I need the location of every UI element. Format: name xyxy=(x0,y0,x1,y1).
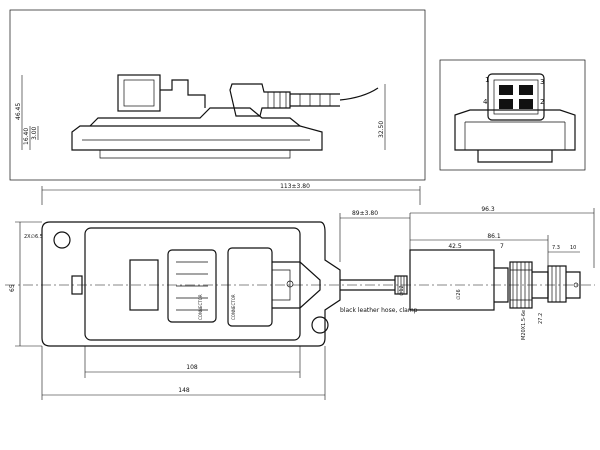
connector-bracket xyxy=(160,79,206,108)
dim-mount-hole: 2X∅6.5 xyxy=(24,234,43,240)
cable-boot xyxy=(229,83,291,117)
dim-thread: M20X1.5-6e xyxy=(521,310,527,340)
probe-hole xyxy=(573,282,579,288)
base-lip xyxy=(99,150,291,159)
probe-vents xyxy=(551,266,561,302)
dim-body-height: 65 xyxy=(9,284,16,292)
dim-hex-size: 27.2 xyxy=(538,313,544,324)
dim-probe-gap: 7 xyxy=(500,243,504,250)
left-connector-label: CONNECTOR xyxy=(198,294,203,320)
clamp xyxy=(272,261,321,309)
base-plate xyxy=(71,125,323,151)
end-view: 1 3 4 2 xyxy=(439,59,586,171)
right-connector-tab xyxy=(272,269,291,301)
dim-32-50: 32.50 xyxy=(378,121,385,138)
dim-overall-length: 113±3.80 xyxy=(280,183,310,190)
side-view: 46.45 16.40 3.00 32.50 xyxy=(9,9,426,181)
dim-collar-length: 42.5 xyxy=(448,243,462,250)
connector-inner xyxy=(123,79,155,107)
dim-body-total: 148 xyxy=(178,387,190,394)
dim-46-45: 46.45 xyxy=(15,103,22,120)
housing-body xyxy=(89,107,301,127)
right-connector-label: CONNECTOR xyxy=(231,294,236,320)
dim-sensor-length: 96.3 xyxy=(481,206,495,213)
right-connector xyxy=(227,247,273,327)
probe-tip xyxy=(547,265,567,303)
dim-tip-b: 10 xyxy=(570,245,576,251)
end-view-frame xyxy=(439,59,586,171)
clamp-bolt xyxy=(286,280,294,288)
plan-view: 113±3.80 CONNECTOR CONNECTOR 65 2X∅6.5 1… xyxy=(5,183,595,400)
dim-cable-diameter: ∅12 xyxy=(399,285,405,296)
connector-block xyxy=(117,74,161,112)
dim-16-40: 16.40 xyxy=(23,128,30,145)
pin-label-4: 4 xyxy=(483,98,488,106)
cable-curve xyxy=(339,87,379,101)
left-connector-pins xyxy=(176,261,208,311)
body-width-dim xyxy=(84,346,301,378)
end-connector-face xyxy=(493,79,539,115)
left-dim-lines xyxy=(21,75,39,150)
pin-label-1: 1 xyxy=(485,76,489,84)
overall-length-dim xyxy=(41,186,421,205)
dim-cable-offset: 89±3.80 xyxy=(352,210,378,217)
dim-tip-a: 7.3 xyxy=(552,245,560,251)
dim-housing-diameter: ∅26 xyxy=(456,289,462,300)
mount-hole-left xyxy=(53,231,71,249)
pin-1 xyxy=(499,85,513,95)
mount-hole-right xyxy=(311,316,329,334)
left-connector-cap xyxy=(129,259,159,311)
hex-thread-lines xyxy=(510,262,532,308)
sensor-housing xyxy=(409,249,495,311)
end-body-inner xyxy=(464,121,566,150)
sensor-neck xyxy=(494,267,509,303)
left-connector xyxy=(167,249,217,323)
body-outline xyxy=(41,221,341,347)
cable-bands xyxy=(299,94,331,106)
housing-length-dim xyxy=(410,235,549,266)
end-body xyxy=(454,109,576,151)
end-connector-shell xyxy=(487,73,545,121)
body-total-dim xyxy=(41,346,326,400)
body-height-dim xyxy=(15,221,42,347)
cable-segment xyxy=(290,93,340,107)
probe-end xyxy=(566,271,581,299)
pin-4 xyxy=(499,99,513,109)
dim-body-width: 108 xyxy=(186,364,198,371)
crimp-ribs xyxy=(397,276,405,294)
sensor-length-dim xyxy=(410,208,595,268)
cable-note: black leather hose, clamp xyxy=(340,307,418,314)
dim-housing-length: 86.1 xyxy=(487,233,501,240)
pin-2 xyxy=(519,99,533,109)
pin-label-3: 3 xyxy=(540,78,544,86)
left-edge-tab xyxy=(71,275,83,295)
inner-board xyxy=(84,227,301,341)
pin-3 xyxy=(519,85,533,95)
cable-offset-dim xyxy=(339,213,411,262)
end-lower-step xyxy=(477,150,553,163)
pin-label-2: 2 xyxy=(540,98,544,106)
side-view-frame xyxy=(9,9,426,181)
dim-3-00: 3.00 xyxy=(31,126,38,140)
cable xyxy=(340,279,395,291)
boot-ribs xyxy=(267,92,287,108)
